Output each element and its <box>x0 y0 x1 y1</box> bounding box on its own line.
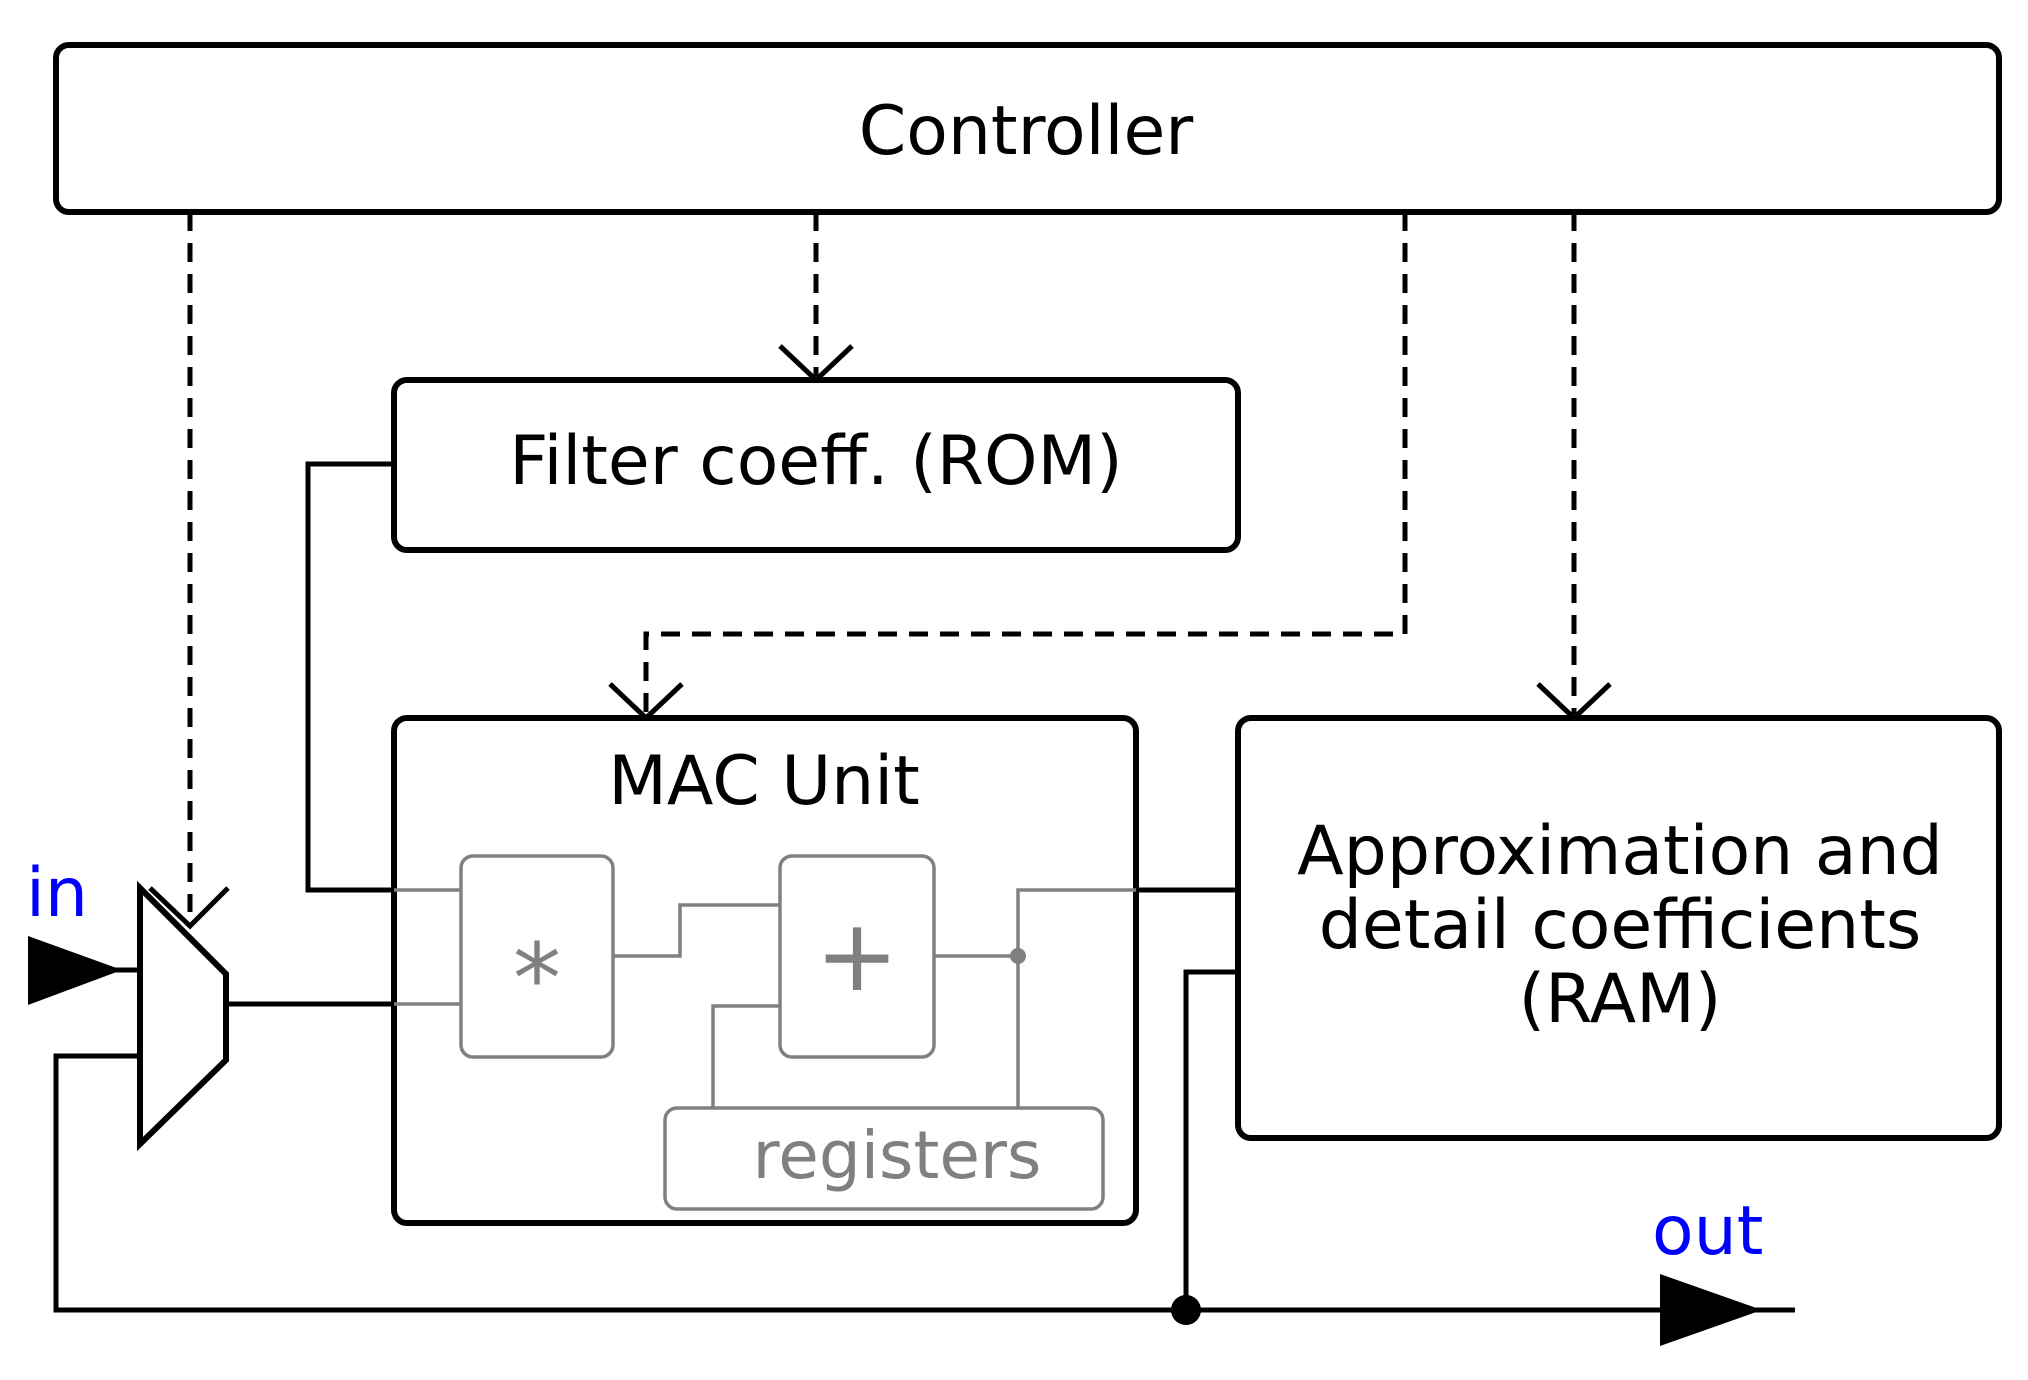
controller-label: Controller <box>859 92 1194 171</box>
output-port-label: out <box>1652 1192 1763 1271</box>
multiplexer <box>137 880 229 1152</box>
junction-dot-output <box>1171 1295 1201 1325</box>
rom-block: Filter coeff. (ROM) <box>391 377 1241 553</box>
output-port: out <box>1652 1192 1795 1346</box>
ram-box <box>1235 715 2002 1141</box>
arrowhead-mux <box>148 886 230 930</box>
wire-registers-to-adder <box>711 1004 780 1108</box>
mac-internal-wires <box>394 888 1136 1108</box>
controller-box <box>53 42 2002 215</box>
input-port: in <box>26 854 122 1005</box>
input-arrow-icon <box>28 936 122 1005</box>
mac-unit-box <box>391 715 1139 1226</box>
input-port-label: in <box>26 854 88 933</box>
wire-feedback-bus <box>53 1053 1795 1313</box>
control-line-mac <box>643 212 1408 714</box>
adder-box <box>778 854 936 1059</box>
mac-unit-label: MAC Unit <box>608 742 920 821</box>
ram-label-line3: (RAM) <box>1519 960 1722 1039</box>
adder-symbol: + <box>815 897 899 1014</box>
junction-dot-accumulator <box>1010 948 1026 964</box>
ram-label-line1: Approximation and <box>1297 812 1943 891</box>
ram-block: Approximation and detail coefficients (R… <box>1235 715 2002 1141</box>
mac-unit-block: MAC Unit * + registers <box>391 715 1139 1226</box>
ram-label-line2: detail coefficients <box>1319 886 1922 965</box>
rom-box <box>391 377 1241 553</box>
datapath-wires <box>53 461 1795 1325</box>
controller-block: Controller <box>53 42 2002 215</box>
wire-rom-to-mac <box>305 461 394 893</box>
registers-box <box>663 1106 1105 1211</box>
multiplier-box <box>459 854 615 1059</box>
wire-ram-to-out <box>1183 969 1238 1310</box>
rom-label: Filter coeff. (ROM) <box>509 422 1122 501</box>
output-arrow-icon <box>1660 1274 1762 1346</box>
registers-label: registers <box>753 1117 1042 1194</box>
wire-multiplier-to-adder <box>613 903 780 958</box>
wire-accumulator-loop <box>1016 888 1136 1108</box>
multiplier-symbol: * <box>513 923 561 1035</box>
